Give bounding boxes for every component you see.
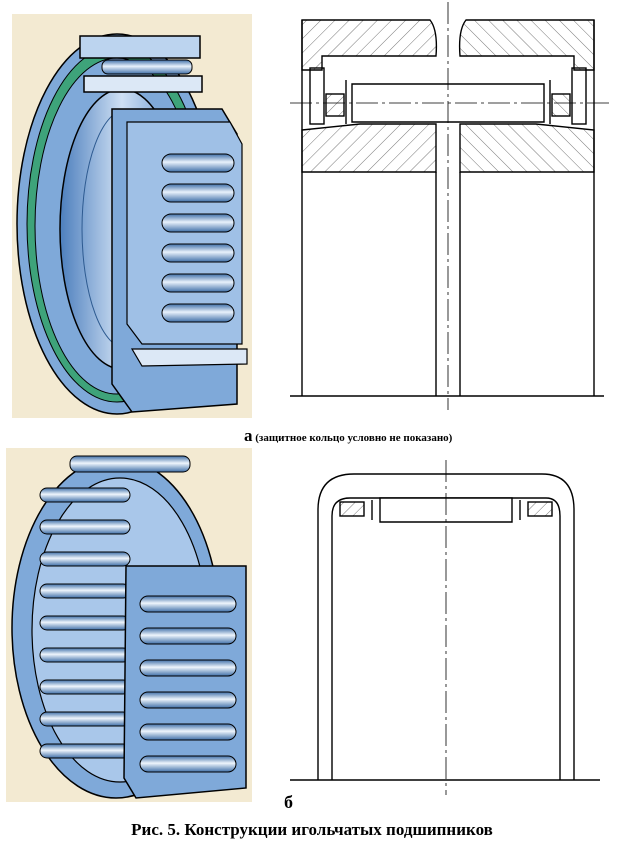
inner-ring-lip [130, 348, 248, 367]
roller-set-b-right [139, 595, 237, 773]
illustration-a-bearing-with-inner-ring [12, 14, 252, 418]
cage-right-b [527, 501, 553, 517]
drawn-cup-outer [317, 473, 575, 780]
needle-roller [161, 183, 235, 203]
needle-roller [161, 153, 235, 173]
illustration-a-svg [16, 33, 248, 415]
needle-roller [139, 595, 237, 613]
needle-roller [39, 615, 131, 631]
needle-roller [139, 659, 237, 677]
label-a-letter: а [244, 426, 253, 445]
cage-left [325, 93, 345, 117]
figure-caption: Рис. 5. Конструкции игольчатых подшипник… [131, 820, 493, 839]
drawing-a-svg [290, 2, 610, 410]
drawing-a-section [270, 0, 624, 420]
illustration-b-svg [11, 455, 247, 799]
needle-roller [39, 679, 131, 695]
needle-roller [139, 723, 237, 741]
needle-roller [39, 583, 131, 599]
top-section-roller-b [69, 455, 191, 473]
needle-roller [161, 303, 235, 323]
roller-set-a [161, 153, 235, 323]
subfigure-label-a: а (защитное кольцо условно не показано) [244, 426, 452, 446]
outer-ring-right [458, 19, 595, 71]
needle-roller [39, 519, 131, 535]
needle-roller [161, 213, 235, 233]
drawing-b-svg [290, 460, 600, 795]
top-section-inner [83, 75, 203, 93]
inner-ring-right [459, 123, 595, 173]
needle-roller [39, 743, 131, 759]
needle-roller [39, 551, 131, 567]
needle-roller [139, 627, 237, 645]
needle-roller [139, 691, 237, 709]
illustration-b-drawn-cup-bearing [6, 448, 252, 802]
inner-ring-left [301, 123, 437, 173]
flange-left [309, 67, 325, 125]
needle-roller [139, 755, 237, 773]
top-section-roller [101, 59, 193, 75]
outer-ring-left [301, 19, 438, 71]
drawing-b-section [270, 440, 624, 800]
cage-right [551, 93, 571, 117]
subfigure-label-b: б [284, 792, 293, 812]
top-section-ring [79, 35, 201, 59]
roller-set-b-left [39, 487, 131, 759]
needle-roller [39, 647, 131, 663]
needle-roller [161, 273, 235, 293]
needle-roller [161, 243, 235, 263]
flange-right [571, 67, 587, 125]
label-a-note: (защитное кольцо условно не показано) [252, 432, 453, 444]
needle-roller [39, 487, 131, 503]
needle-roller [39, 711, 131, 727]
cage-left-b [339, 501, 365, 517]
